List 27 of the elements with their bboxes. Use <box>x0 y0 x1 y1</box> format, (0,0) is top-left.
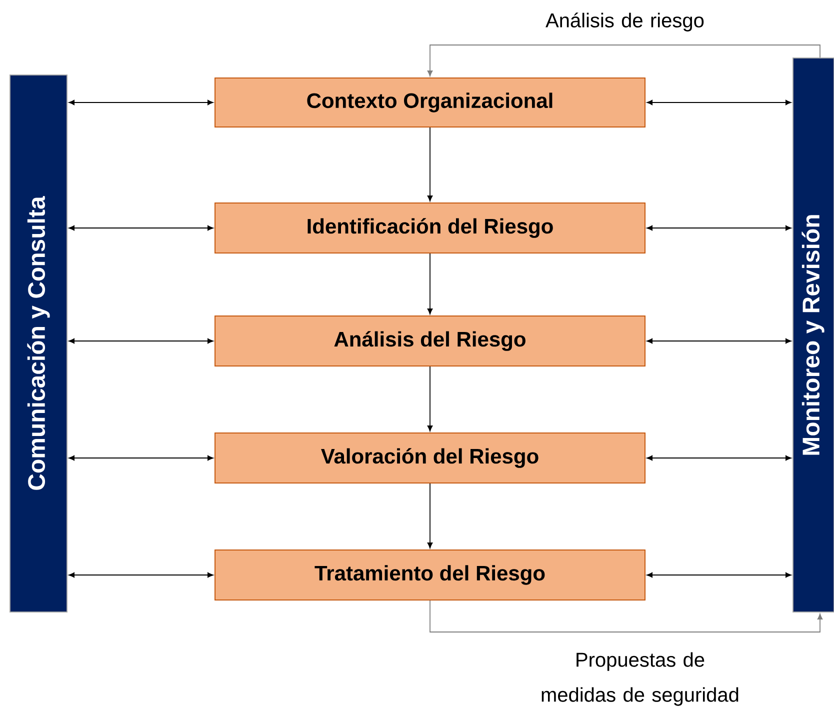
arrow <box>646 455 792 461</box>
arrow <box>427 44 820 76</box>
process-box: Tratamiento del Riesgo <box>214 550 646 600</box>
side-bar <box>10 74 68 612</box>
edge-label: Propuestas de medidas de seguridad <box>542 652 738 706</box>
bar-label: Monitoreo y Revisión <box>802 215 824 455</box>
arrow <box>646 572 792 578</box>
arrow <box>646 338 792 344</box>
bar-label: Comunicación y Consulta <box>27 196 50 490</box>
process-box: Identificación del Riesgo <box>214 202 646 254</box>
edge-label: Análisis de riesgo <box>546 12 704 32</box>
arrow <box>68 572 214 578</box>
side-bar <box>792 58 834 612</box>
arrow <box>430 600 823 632</box>
arrow <box>427 366 433 432</box>
process-box: Contexto Organizacional <box>214 78 646 128</box>
arrow <box>646 225 792 231</box>
arrow <box>427 253 433 314</box>
arrow <box>68 338 214 344</box>
arrow <box>427 127 433 202</box>
process-box: Valoración del Riesgo <box>214 432 646 484</box>
arrow <box>68 225 214 231</box>
arrow <box>68 100 214 106</box>
process-box: Análisis del Riesgo <box>214 316 646 366</box>
arrow <box>68 455 214 461</box>
arrow <box>646 100 792 106</box>
arrow <box>427 483 433 548</box>
